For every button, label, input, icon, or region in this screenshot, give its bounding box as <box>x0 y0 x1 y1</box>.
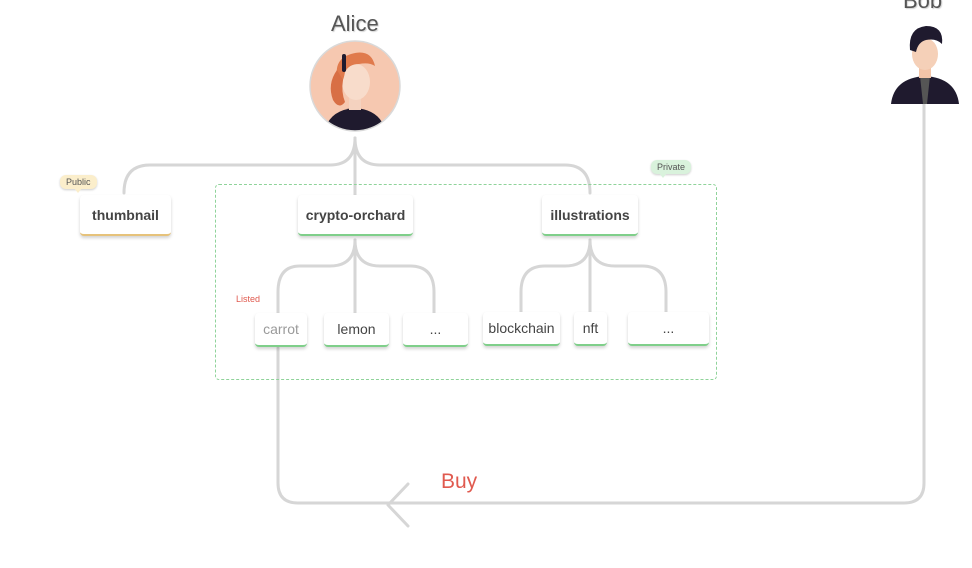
listed-badge: Listed <box>236 294 261 304</box>
alice-name: Alice <box>331 11 379 36</box>
edge-illustrations-blockchain <box>519 238 592 316</box>
bob-name: Bob <box>903 0 943 13</box>
public-badge: Public <box>60 175 97 193</box>
edge-orchard-carrot <box>276 238 357 316</box>
buy-arrow-head <box>386 482 410 528</box>
node-crypto-orchard[interactable]: crypto-orchard <box>298 195 413 236</box>
node-orchard-more[interactable]: ... <box>403 313 468 347</box>
edge-alice-illustrations <box>353 136 592 195</box>
node-blockchain[interactable]: blockchain <box>483 312 560 346</box>
node-lemon[interactable]: lemon <box>324 313 389 347</box>
edge-alice-thumbnail <box>122 136 357 195</box>
buy-path <box>276 102 926 505</box>
edge-illustrations-more <box>588 238 668 316</box>
node-carrot[interactable]: carrot <box>255 313 307 347</box>
woman-avatar-icon <box>309 40 401 132</box>
edge-orchard-more <box>353 238 436 316</box>
private-area <box>215 184 717 380</box>
man-avatar-icon <box>891 26 959 104</box>
node-thumbnail[interactable]: thumbnail <box>80 195 171 236</box>
buy-label: Buy <box>441 470 478 493</box>
node-illustrations-more[interactable]: ... <box>628 312 709 346</box>
node-illustrations[interactable]: illustrations <box>542 195 638 236</box>
node-nft[interactable]: nft <box>574 312 607 346</box>
private-badge: Private <box>651 160 692 178</box>
